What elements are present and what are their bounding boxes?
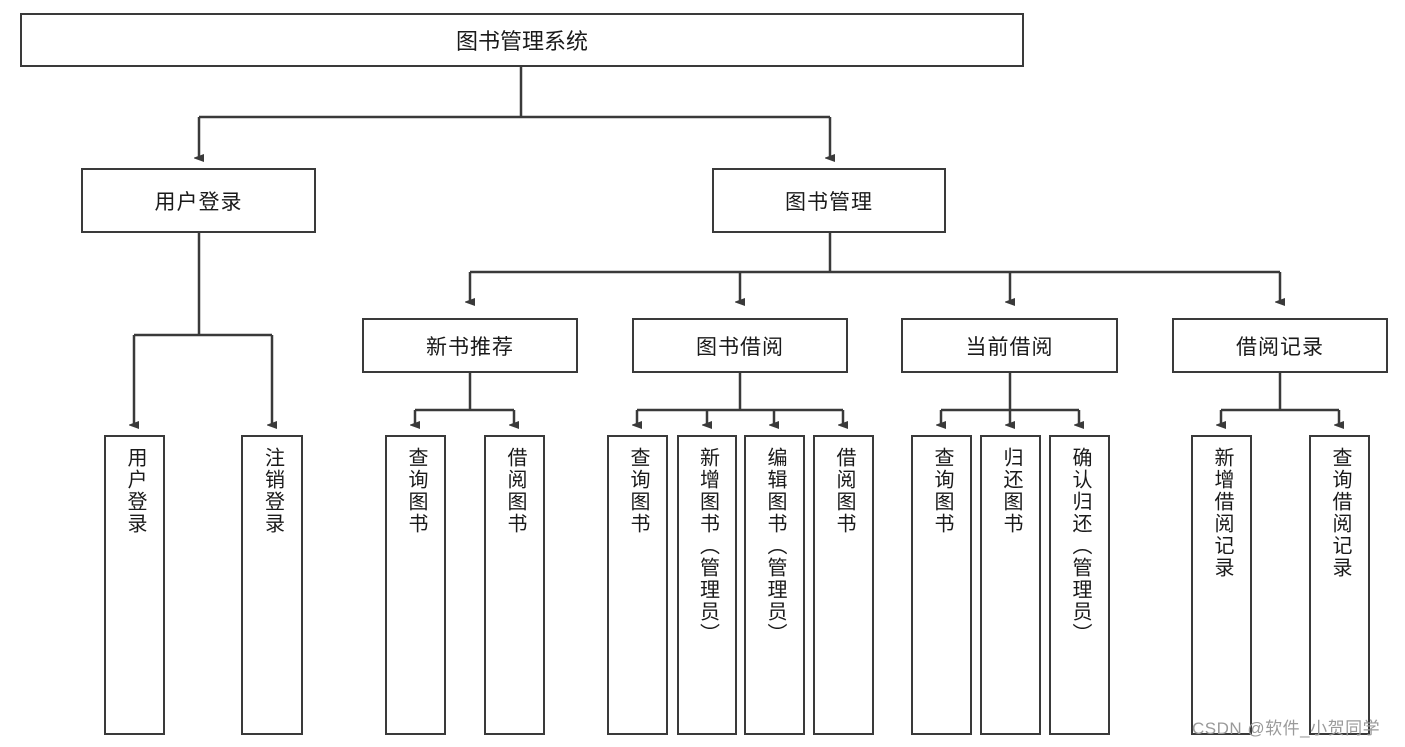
node-user-login-label: 用户登录	[154, 190, 243, 214]
node-leaf-user-login-label: 用户登录	[124, 447, 146, 535]
node-leaf-add-borrow-record[interactable]: 新增借阅记录	[1191, 435, 1252, 735]
node-borrow-record-label: 借阅记录	[1236, 335, 1324, 359]
node-leaf-query-book-1-label: 查询图书	[405, 447, 427, 535]
node-leaf-query-book-2[interactable]: 查询图书	[607, 435, 668, 735]
node-leaf-add-book-admin[interactable]: 新增图书（管理员）	[677, 435, 737, 735]
node-book-borrow-label: 图书借阅	[696, 335, 784, 359]
node-leaf-query-book-1[interactable]: 查询图书	[385, 435, 446, 735]
node-book-management-label: 图书管理	[785, 190, 873, 214]
node-leaf-edit-book-admin-label: 编辑图书（管理员）	[764, 447, 786, 645]
node-leaf-confirm-return-admin[interactable]: 确认归还（管理员）	[1049, 435, 1110, 735]
node-leaf-edit-book-admin[interactable]: 编辑图书（管理员）	[744, 435, 805, 735]
node-borrow-record[interactable]: 借阅记录	[1172, 318, 1388, 373]
node-root-system[interactable]: 图书管理系统	[20, 13, 1024, 67]
node-leaf-add-book-admin-label: 新增图书（管理员）	[696, 447, 719, 645]
node-new-book-recommend-label: 新书推荐	[426, 335, 514, 359]
node-leaf-logout-login[interactable]: 注销登录	[241, 435, 303, 735]
node-leaf-borrow-book-2-label: 借阅图书	[833, 447, 855, 535]
node-new-book-recommend[interactable]: 新书推荐	[362, 318, 578, 373]
node-user-login[interactable]: 用户登录	[81, 168, 316, 233]
node-leaf-confirm-return-admin-label: 确认归还（管理员）	[1069, 447, 1091, 645]
node-leaf-user-login[interactable]: 用户登录	[104, 435, 165, 735]
node-leaf-borrow-book-1[interactable]: 借阅图书	[484, 435, 545, 735]
node-book-management[interactable]: 图书管理	[712, 168, 946, 233]
node-root-system-label: 图书管理系统	[455, 29, 588, 54]
node-leaf-logout-login-label: 注销登录	[261, 447, 284, 535]
node-leaf-query-book-3-label: 查询图书	[931, 447, 953, 535]
node-leaf-query-borrow-record[interactable]: 查询借阅记录	[1309, 435, 1370, 735]
node-leaf-query-book-3[interactable]: 查询图书	[911, 435, 972, 735]
node-leaf-borrow-book-2[interactable]: 借阅图书	[813, 435, 874, 735]
node-leaf-return-book[interactable]: 归还图书	[980, 435, 1041, 735]
node-leaf-query-borrow-record-label: 查询借阅记录	[1329, 447, 1351, 579]
node-leaf-add-borrow-record-label: 新增借阅记录	[1211, 447, 1233, 579]
node-current-borrow[interactable]: 当前借阅	[901, 318, 1118, 373]
node-current-borrow-label: 当前借阅	[965, 335, 1054, 359]
node-leaf-return-book-label: 归还图书	[1000, 447, 1022, 535]
csdn-watermark: CSDN @软件_小贺同学	[1192, 719, 1381, 738]
node-leaf-query-book-2-label: 查询图书	[627, 447, 649, 535]
node-book-borrow[interactable]: 图书借阅	[632, 318, 848, 373]
node-leaf-borrow-book-1-label: 借阅图书	[504, 447, 526, 535]
